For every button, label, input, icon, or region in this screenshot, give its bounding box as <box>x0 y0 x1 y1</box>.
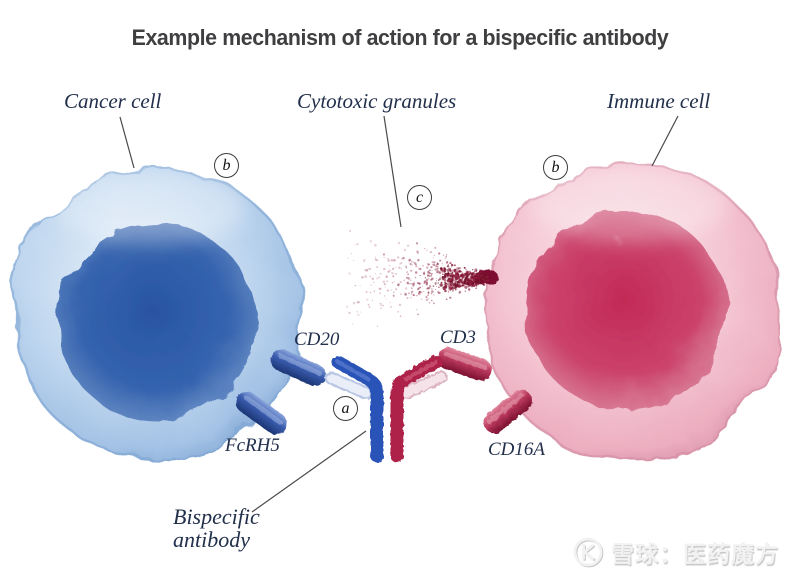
diagram-title: Example mechanism of action for a bispec… <box>131 25 669 50</box>
cd3-receptor <box>437 347 492 381</box>
cytotoxic-granules-label: Cytotoxic granules <box>297 89 457 113</box>
watermark: 雪球：医药魔方 <box>572 535 779 569</box>
cancer-cell-graphic <box>10 166 306 462</box>
cd20-receptor <box>271 349 326 387</box>
watermark-text: 雪球：医药魔方 <box>611 542 779 568</box>
cd3-label: CD3 <box>440 327 476 348</box>
cytotoxic-granules-leader <box>383 115 402 228</box>
immune-cell-label: Immune cell <box>607 89 711 113</box>
leader-lines <box>119 115 679 513</box>
bispecific-antibody-label-line1: Bispecific <box>173 504 260 529</box>
annotation-b-right: b <box>543 155 568 180</box>
bispecific-antibody-label: Bispecific antibody <box>173 505 260 551</box>
bispecific-antibody-label-line2: antibody <box>173 527 250 552</box>
annotation-b-left: b <box>214 153 239 178</box>
xueqiu-logo-icon <box>573 537 603 567</box>
cd20-label: CD20 <box>294 329 340 350</box>
cancer-cell-leader <box>119 116 135 169</box>
cd16a-label: CD16A <box>488 439 545 460</box>
fcrh5-receptor <box>235 391 288 435</box>
cd16a-receptor <box>483 389 532 434</box>
cancer-cell-label: Cancer cell <box>64 89 162 113</box>
cytotoxic-granules-graphic <box>346 230 491 327</box>
annotation-a: a <box>333 396 358 421</box>
bispecific-antibody-graphic <box>324 355 448 463</box>
fcrh5-label: FcRH5 <box>225 435 280 456</box>
bispecific-antibody-leader <box>251 430 367 513</box>
immune-cell-graphic <box>482 162 784 464</box>
immune-cell-leader <box>651 115 679 167</box>
annotation-c: c <box>407 185 432 210</box>
